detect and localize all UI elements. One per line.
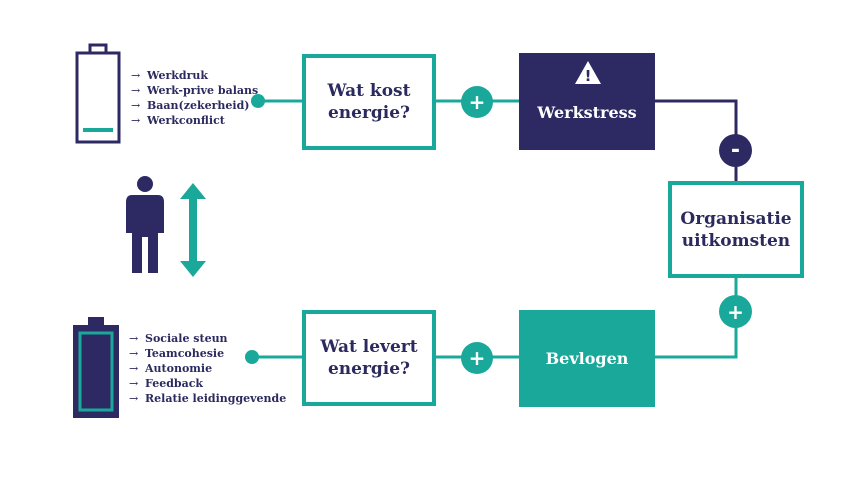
energy-cost-box: Wat kost energie? <box>302 54 436 150</box>
double-arrow-icon <box>180 183 206 277</box>
arrow-icon: → <box>129 377 139 390</box>
arrow-icon: → <box>131 114 141 127</box>
plus-sign-bottom: + <box>461 342 493 374</box>
list-item: →Autonomie <box>129 362 213 375</box>
plus-sign-right: + <box>719 295 752 328</box>
engaged-box: Bevlogen <box>519 310 655 407</box>
energy-gain-box: Wat levert energie? <box>302 310 436 406</box>
minus-sign: - <box>719 134 752 167</box>
battery-empty-icon <box>75 43 121 144</box>
organisation-outcomes-box: Organisatie uitkomsten <box>668 181 804 278</box>
warning-icon: ! <box>575 61 601 85</box>
list-item: →Relatie leidinggevende <box>129 392 287 405</box>
svg-text:!: ! <box>585 67 592 85</box>
person-icon <box>126 176 164 273</box>
arrow-icon: → <box>129 392 139 405</box>
list-item: →Teamcohesie <box>129 347 225 360</box>
list-item: →Werkdruk <box>131 69 208 82</box>
energy-sources-list: →Sociale steun →Teamcohesie →Autonomie →… <box>129 331 286 406</box>
list-item: →Werkconflict <box>131 114 225 127</box>
plus-sign-top: + <box>461 86 493 118</box>
work-stress-box: ! Werkstress <box>519 53 655 150</box>
arrow-icon: → <box>129 332 139 345</box>
battery-full-icon <box>73 317 119 418</box>
arrow-icon: → <box>129 347 139 360</box>
list-item: →Sociale steun <box>129 332 228 345</box>
list-item: →Feedback <box>129 377 204 390</box>
list-item: →Werk-prive balans <box>131 84 259 97</box>
list-item: →Baan(zekerheid) <box>131 99 250 112</box>
arrow-icon: → <box>129 362 139 375</box>
arrow-icon: → <box>131 99 141 112</box>
arrow-icon: → <box>131 69 141 82</box>
energy-drains-list: →Werkdruk →Werk-prive balans →Baan(zeker… <box>131 68 258 128</box>
arrow-icon: → <box>131 84 141 97</box>
